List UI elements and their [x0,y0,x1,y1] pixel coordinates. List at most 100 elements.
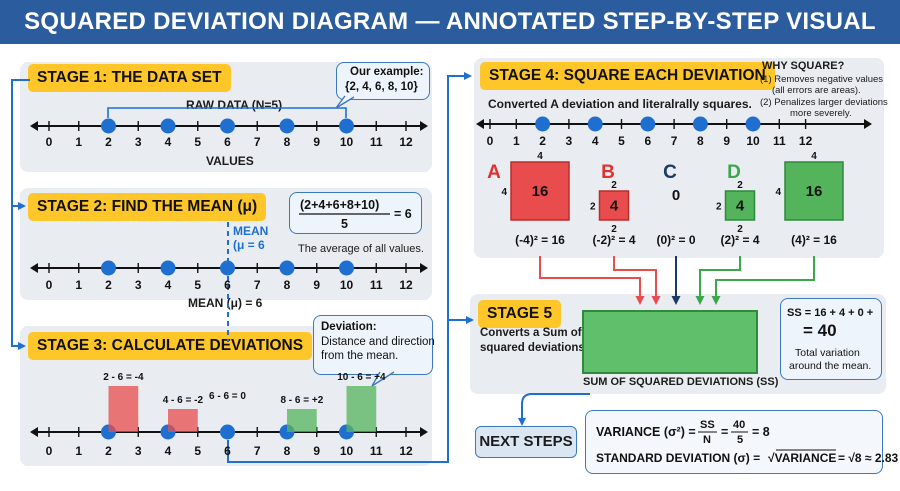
mean-formula-denominator: 5 [341,217,348,231]
mean-formula-numerator: (2+4+6+8+10) [300,198,379,212]
square-side-left: 2 [590,202,596,213]
sd-radical: √VARIANCE [768,451,836,465]
variance-num-40: 40 [733,419,745,431]
nl1-tick-label: 4 [165,135,172,149]
nl4-tick-label: 11 [773,134,786,148]
nl4-tick-label: 2 [539,134,546,148]
nl2-data-point [339,260,354,276]
mean-tag-line2: (μ = 6 [233,238,265,252]
why-square-2b: more severely. [790,108,852,119]
nl4-data-point [745,116,761,132]
square-value: 4 [610,198,619,215]
square-box [724,190,756,221]
nl1-tick-label: 9 [313,135,320,149]
arrow-e-to-ss [711,256,815,305]
sd-prefix: STANDARD DEVIATION (σ) = [596,451,760,465]
flow-arrow-2-3 [11,206,26,350]
square-side-top: 2 [737,180,743,191]
ss-callout: SS = 16 + 4 + 0 + = 40 Total variation a… [780,298,882,380]
example-callout-title: Our example: [350,66,424,78]
nl1-tick-label: 3 [135,135,142,149]
square-box [510,161,570,221]
nl4-tick-label: 8 [697,134,704,148]
square-letter: A [487,162,501,183]
nl3-tick-label: 6 [224,444,231,458]
variance-result: = 8 [752,425,770,439]
nl3-data-point [220,424,235,440]
why-square-2a: (2) Penalizes larger deviations [760,97,888,108]
raw-data-bracket [107,107,347,118]
nl1-tick-label: 12 [399,135,413,149]
nl4-arrow-right [864,119,872,129]
nl4-tick-label: 5 [618,134,625,148]
nl2-tick-label: 8 [284,278,291,292]
nl1-tick-label: 5 [194,135,201,149]
square-box [598,190,630,221]
nl1-tick-label: 8 [284,135,291,149]
nl4-tick-label: 12 [799,134,813,148]
square-value: 16 [532,183,549,200]
square-letter: D [727,162,741,183]
nl3-tick-label: 0 [46,444,53,458]
deviation-label: 6 - 6 = 0 [209,391,246,402]
mean-note: The average of all values. [298,243,424,255]
nl1-arrow-left [30,121,38,131]
example-callout-values: {2, 4, 6, 8, 10} [345,81,418,93]
nl4-tick-label: 1 [513,134,520,148]
square-formula: (2)² = 4 [720,233,759,247]
why-square-1b: (all errors are areas). [772,85,861,96]
stage4-label: STAGE 4: SQUARE EACH DEVIATION [480,62,775,90]
deviation-label: 4 - 6 = -2 [163,395,204,406]
nl3-arrow-right [420,427,428,437]
nl2-tick-label: 1 [75,278,82,292]
arrow-a-to-ss [539,256,645,305]
ss-box-label: SUM OF SQUARED DEVIATIONS (SS) [583,376,779,388]
square-side-left: 4 [775,187,781,198]
nl2-tick-label: 3 [135,278,142,292]
deviation-label: 2 - 6 = -4 [103,372,144,383]
nl2-tick-label: 10 [340,278,354,292]
arrow-d-to-ss [695,256,741,305]
variance-den-5: 5 [737,434,743,446]
variance-eq: = [721,425,728,439]
nl1-data-point [101,118,116,134]
nl4-tick-label: 3 [566,134,573,148]
mean-formula-result: = 6 [394,207,412,221]
nl4-tick-label: 7 [671,134,678,148]
square-formula: (0)² = 0 [656,233,695,247]
nl4-tick-label: 6 [644,134,651,148]
nl2-arrow-left [30,263,38,273]
stage4-subtitle: Converted A deviation and literalrally s… [488,97,752,111]
nl2-tick-label: 6 [224,278,231,292]
nl4-data-point [692,116,708,132]
nl4-data-point [640,116,656,132]
nl1-tick-label: 6 [224,135,231,149]
deviation-callout-line2: from the mean. [321,350,399,362]
why-square-title: WHY SQUARE? [762,60,845,72]
square-value: 0 [672,187,680,204]
page-title: SQUARED DEVIATION DIAGRAM — ANNOTATED ST… [0,0,900,44]
square-letter: B [601,162,615,183]
stage5-desc-line2: squared deviations [480,342,585,354]
next-steps-formulas [585,410,883,474]
deviation-label: 8 - 6 = +2 [280,395,323,406]
deviation-bar [168,409,198,432]
square-letter: C [663,162,677,183]
nl1-data-point [279,118,295,134]
values-axis-label: VALUES [206,154,254,168]
square-side-bottom: 2 [611,224,617,235]
sd-result: = √8 ≈ 2.83 [838,451,899,465]
nl2-tick-label: 11 [370,278,383,292]
square-side-top: 4 [811,151,817,162]
nl1-tick-label: 10 [340,135,354,149]
mean-axis-label: MEAN (μ) = 6 [188,296,263,310]
nl3-tick-label: 12 [399,444,413,458]
nl1-data-point [220,118,235,134]
nl3-tick-label: 11 [370,444,383,458]
nl2-tick-label: 5 [194,278,201,292]
